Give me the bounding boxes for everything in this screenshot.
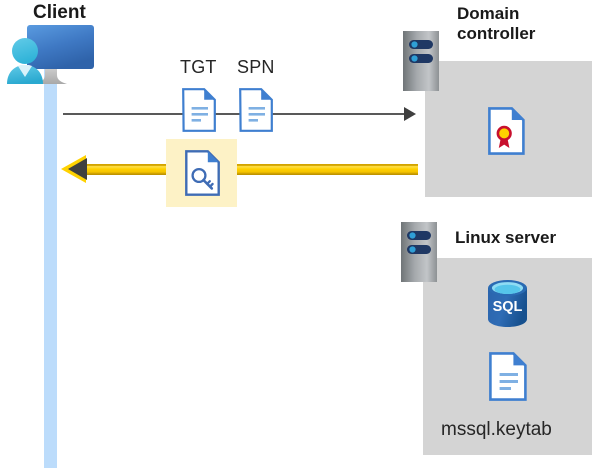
response-arrow-head-inner: [68, 158, 87, 180]
client-title: Client: [33, 2, 86, 23]
linux-server-title: Linux server: [455, 228, 557, 247]
response-arrow-line: [78, 164, 418, 175]
client-lifeline: [44, 63, 57, 468]
keytab-file-label: mssql.keytab: [441, 419, 552, 440]
tgt-label: TGT: [180, 57, 217, 77]
document-icon: [239, 88, 273, 132]
spn-label: SPN: [237, 57, 275, 77]
client-user-monitor-icon: [4, 23, 100, 91]
key-document-icon: [185, 150, 220, 196]
sql-database-icon: SQL: [487, 279, 528, 328]
request-arrow-head: [404, 107, 416, 121]
server-rack-icon: [401, 222, 437, 282]
keytab-document-icon: [489, 352, 527, 401]
server-rack-icon: [403, 31, 439, 91]
domain-controller-title: Domain controller: [457, 4, 536, 44]
certificate-document-icon: [488, 107, 525, 155]
document-icon: [182, 88, 216, 132]
svg-text:SQL: SQL: [493, 299, 523, 315]
request-arrow-line: [63, 113, 408, 115]
